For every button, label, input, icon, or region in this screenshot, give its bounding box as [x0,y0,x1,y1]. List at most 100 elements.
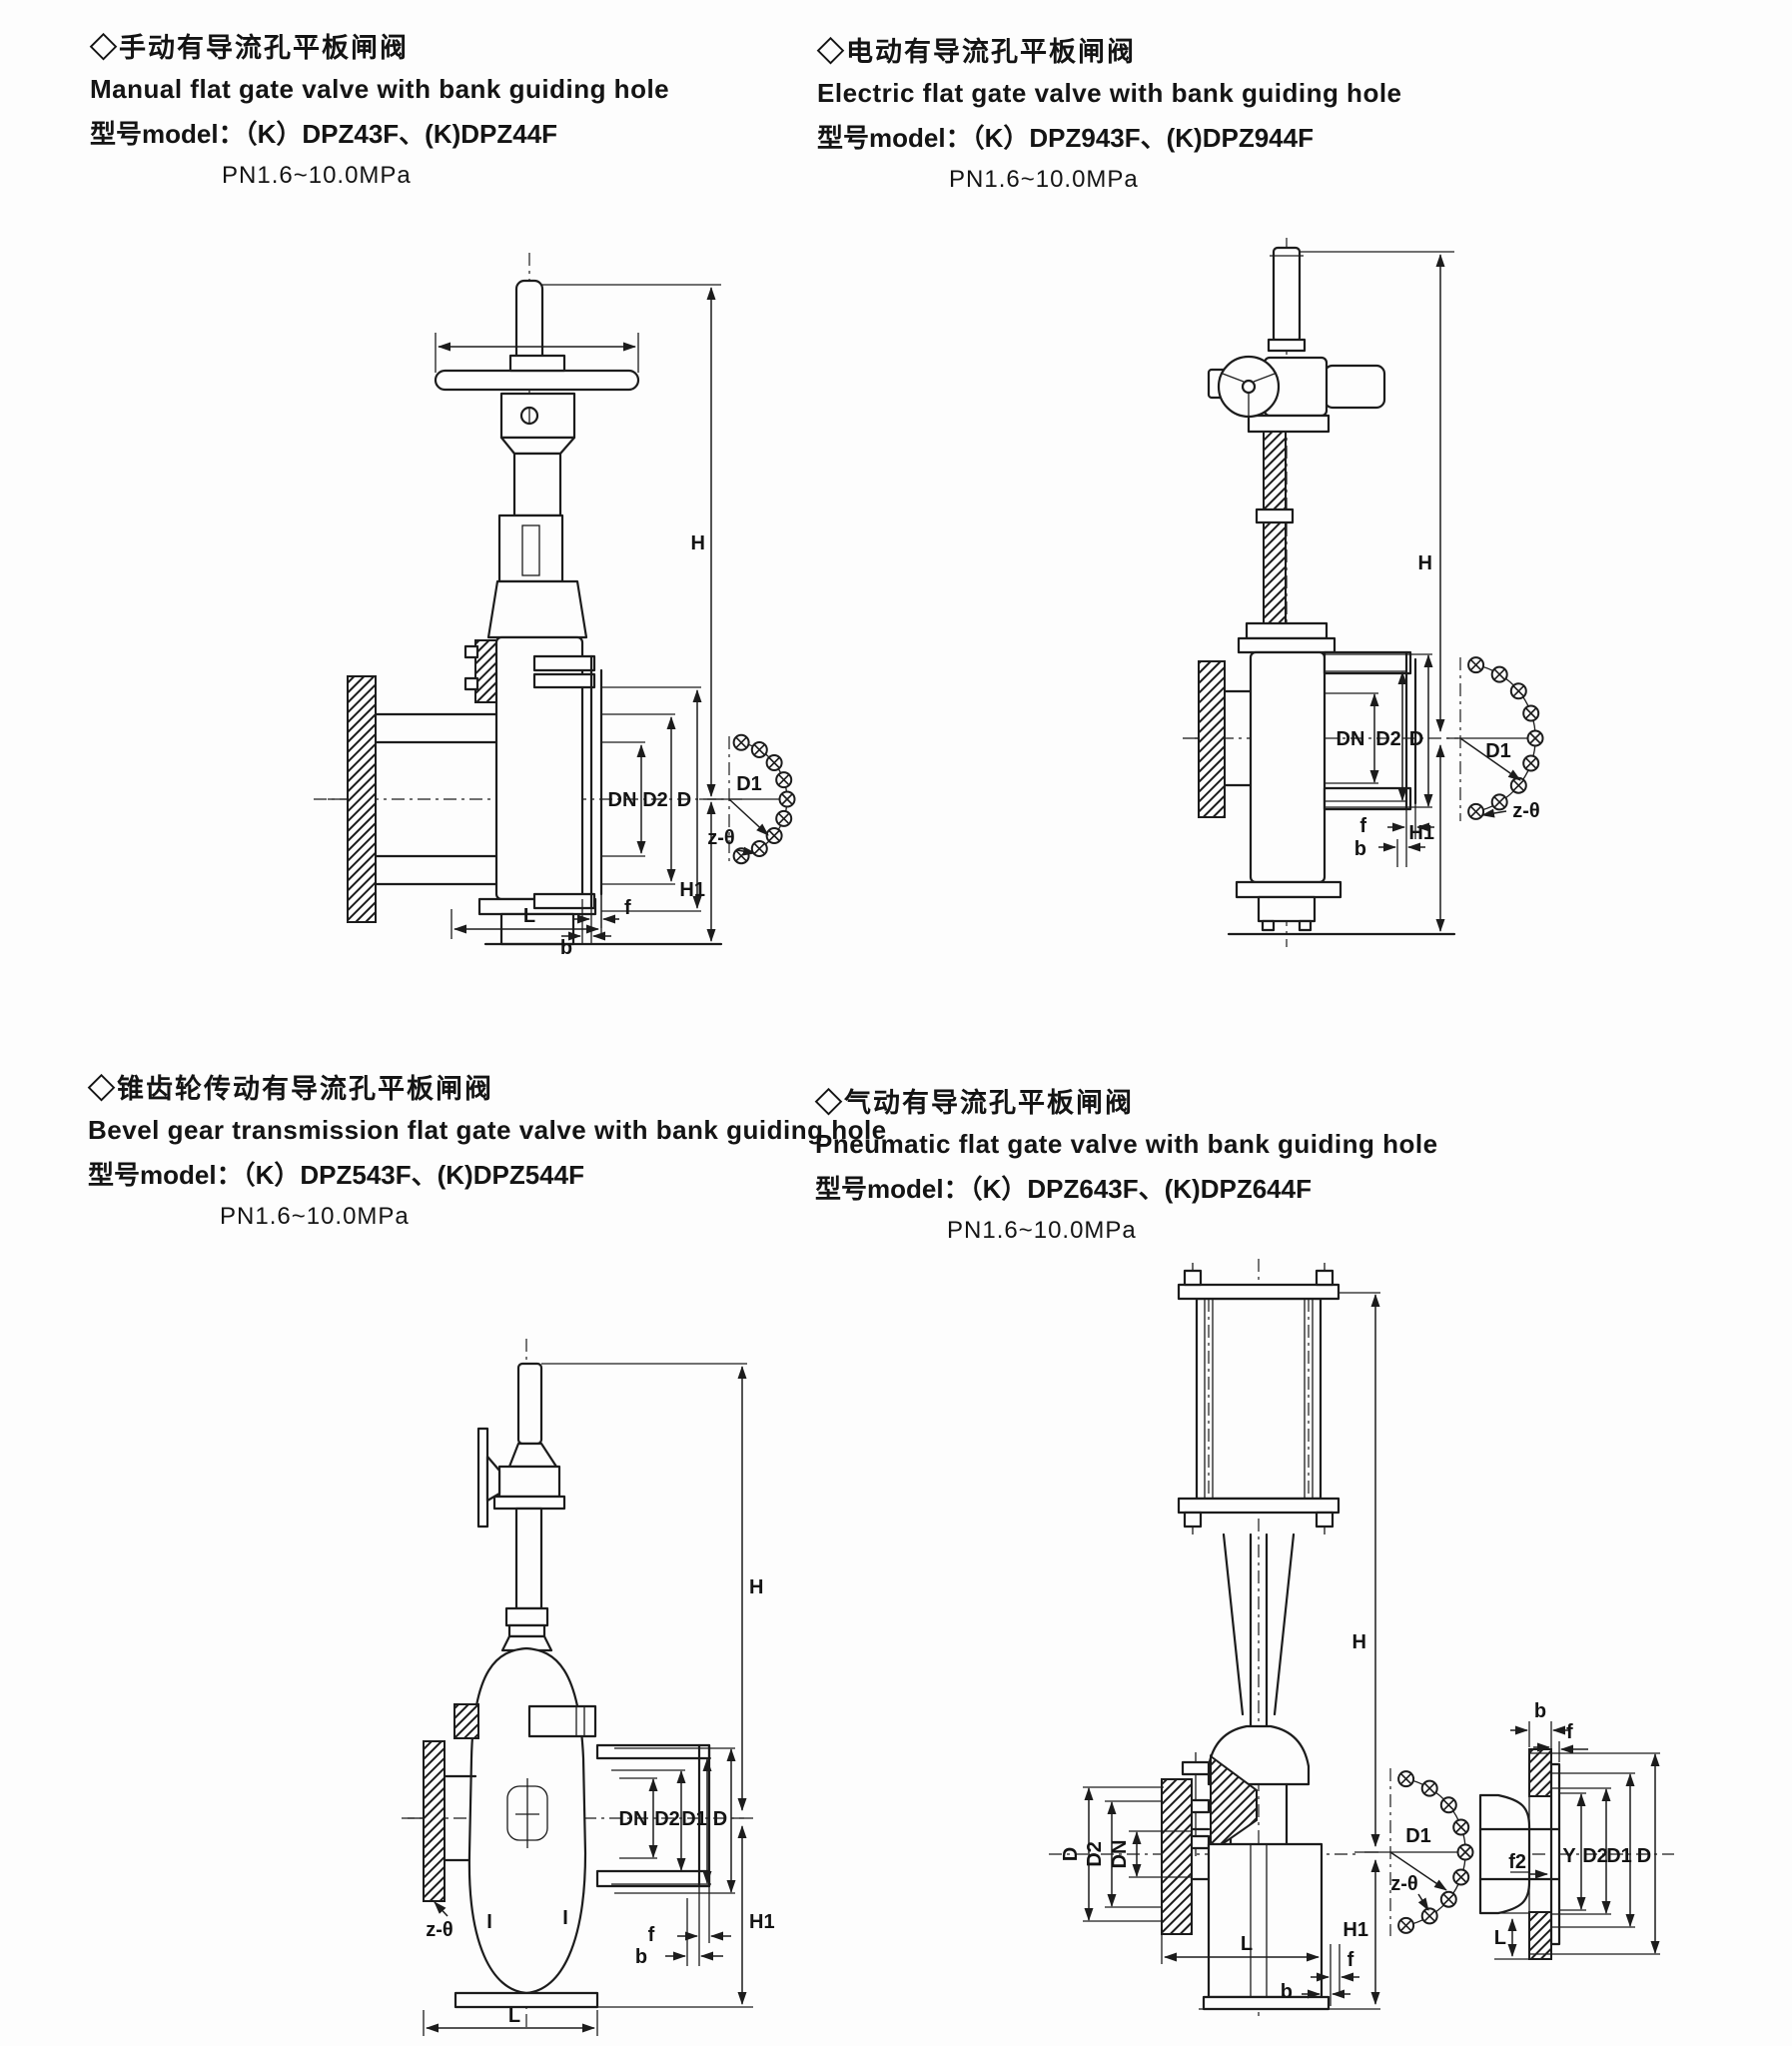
dim-label-d2: D2 [1084,1841,1106,1867]
height-dimensions: H H1 [541,1363,775,2008]
section-header-manual: ◇手动有导流孔平板闸阀 Manual flat gate valve with … [90,26,669,190]
dim-label-f: f [1347,1949,1354,1971]
bore-dimensions: DN D2 D1 D [611,1747,736,1894]
dim-label-dn: DN [1337,728,1365,750]
dim-label-d: D [1409,728,1423,750]
flange-thickness-dimensions: f b [560,894,631,959]
bolt-circle-view: D1 z-θ [1446,656,1544,822]
dim-label-h1: H1 [1408,822,1434,844]
bolt-count-callout: z-θ [426,1901,453,1941]
pressure-rating: PN1.6~10.0MPa [220,1203,410,1230]
electric-actuator [1207,355,1386,434]
section-header-electric: ◇电动有导流孔平板闸阀 Electric flat gate valve wit… [817,30,1402,194]
body-mark-i: I [562,1907,568,1929]
dim-label-dn: DN [608,789,637,811]
dim-label-b: b [1534,1700,1546,1722]
dim-label-h1: H1 [749,1911,775,1933]
dim-label-f: f [624,897,631,919]
dim-label-dn: DN [1109,1840,1131,1869]
dim-label-d: D [677,789,691,811]
cn-title: ◇电动有导流孔平板闸阀 [817,37,1136,67]
dim-label-d1: D1 [1405,1825,1431,1847]
model-line: 型号model：（K）DPZ643F、(K)DPZ644F [815,1169,1438,1206]
yoke-and-stem [1207,1533,1311,1846]
valve-body: I I [408,1646,711,2009]
dim-label-d2: D2 [642,789,668,811]
dim-label-l: L [508,2005,520,2027]
dim-label-b: b [560,937,572,959]
body-mark-i: I [486,1911,492,1933]
dim-label-h: H [691,532,705,554]
dim-label-l: L [1494,1927,1506,1949]
cn-title: ◇手动有导流孔平板闸阀 [90,33,409,63]
bore-dimensions: DN D2 D [601,686,702,912]
dim-label-d1: D1 [736,773,762,795]
model-codes: （K）DPZ43F、(K)DPZ44F [244,119,558,149]
model-line: 型号model：（K）DPZ943F、(K)DPZ944F [817,118,1402,155]
dim-label-d2: D2 [654,1808,680,1830]
flange-thickness-dimensions: f b [1281,1944,1359,2006]
dim-label-f: f [1566,1721,1573,1743]
dim-label-dn: DN [619,1808,648,1830]
dim-label-d2: D2 [1582,1845,1608,1867]
cn-title: ◇锥齿轮传动有导流孔平板闸阀 [88,1074,493,1104]
model-label: 型号model： [88,1160,243,1190]
flange-thickness-dimensions: f b [1354,803,1434,867]
dim-label-y: Y [1562,1845,1576,1867]
dim-label-d1: D1 [1606,1845,1632,1867]
valve-body [1161,1778,1380,2011]
flange-detail-view: b f Y D2 D1 D f2 L [1478,1700,1674,1960]
model-label: 型号model： [815,1174,970,1204]
dim-label-d: D [713,1808,727,1830]
dim-label-z-theta: z-θ [1512,800,1539,822]
dim-label-d: D [1637,1845,1651,1867]
dim-label-d: D [1060,1847,1082,1861]
dim-label-b: b [635,1946,647,1968]
dim-label-z-theta: z-θ [707,827,734,849]
valve-body [1183,621,1456,936]
pressure-rating: PN1.6~10.0MPa [949,166,1139,193]
dim-label-f: f [648,1924,655,1946]
cn-title: ◇气动有导流孔平板闸阀 [815,1088,1134,1118]
dim-label-h: H [1352,1631,1366,1653]
pressure-rating: PN1.6~10.0MPa [222,162,412,189]
en-title: Bevel gear transmission flat gate valve … [88,1115,887,1145]
section-header-pneumatic: ◇气动有导流孔平板闸阀 Pneumatic flat gate valve wi… [815,1081,1438,1245]
dim-label-b: b [1354,838,1366,860]
flange-thickness-dimensions: f b [635,1886,731,1968]
yoke-nut [497,392,576,583]
model-codes: （K）DPZ643F、(K)DPZ644F [969,1174,1312,1204]
bore-dimensions: DN D2 D [1325,653,1433,808]
dim-label-h: H [749,1576,763,1598]
en-title: Electric flat gate valve with bank guidi… [817,78,1402,108]
dim-label-h1: H1 [679,879,705,901]
stem-tube [507,1362,558,1469]
dim-label-h: H [1418,552,1432,574]
model-line: 型号model：（K）DPZ543F、(K)DPZ544F [88,1155,887,1192]
bevel-gear-box [476,1427,566,1529]
dim-label-l: L [523,905,535,927]
electric-valve-drawing: DN D2 D H H1 f b D1 z-θ [899,180,1578,984]
bolt-circle-view: D1 z-θ [707,733,796,866]
dim-label-f2: f2 [1508,1851,1526,1873]
en-title: Manual flat gate valve with bank guiding… [90,74,670,104]
bore-dimensions: D D2 DN [1060,1786,1192,1922]
dim-label-l: L [1241,1933,1253,1955]
manual-valve-drawing: DN D2 D H H1 L f b [290,195,809,979]
dim-label-f: f [1359,815,1366,837]
dim-label-d1: D1 [1485,740,1511,762]
pressure-rating: PN1.6~10.0MPa [947,1217,1137,1244]
bolt-circle-view: D1 z-θ [1354,1768,1474,1936]
dim-label-h1: H1 [1343,1919,1368,1941]
dim-label-b: b [1281,1981,1293,2003]
length-dimension: L [1161,1933,1323,1964]
model-label: 型号model： [90,119,245,149]
model-codes: （K）DPZ543F、(K)DPZ544F [242,1160,584,1190]
stem-protection-tube [1267,246,1307,353]
pneumatic-valve-drawing: D D2 DN H H1 L f b [819,1245,1778,2046]
section-header-bevel-gear: ◇锥齿轮传动有导流孔平板闸阀 Bevel gear transmission f… [88,1067,887,1231]
bevel-gear-valve-drawing: I I DN D2 D1 D H H1 z-θ [280,1199,779,2043]
length-dimension: L [423,2005,598,2036]
model-label: 型号model： [817,123,972,153]
